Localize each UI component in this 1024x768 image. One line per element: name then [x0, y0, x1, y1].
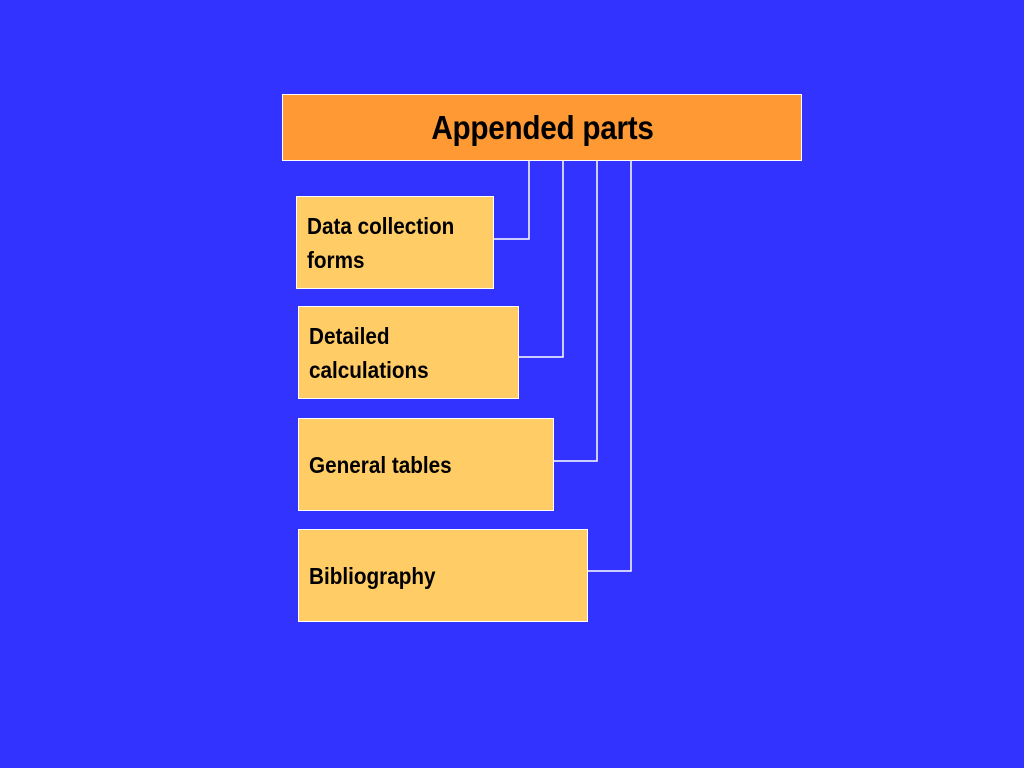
connector-bibliography [588, 161, 632, 572]
connector-detailed-calculations [519, 161, 564, 358]
root-label: Appended parts [430, 108, 654, 146]
child-node-bibliography: Bibliography [298, 529, 588, 622]
connector-general-tables [554, 161, 598, 462]
child-node-general-tables: General tables [298, 418, 554, 511]
connector-data-collection [494, 161, 530, 240]
child-node-data-collection-forms: Data collection forms [296, 196, 494, 289]
child-node-detailed-calculations: Detailed calculations [298, 306, 519, 399]
root-node: Appended parts [282, 94, 802, 161]
child-label: General tables [309, 451, 452, 478]
child-label: Bibliography [309, 562, 436, 589]
child-label: Detailed calculations [309, 322, 429, 383]
child-label: Data collection forms [307, 212, 455, 273]
